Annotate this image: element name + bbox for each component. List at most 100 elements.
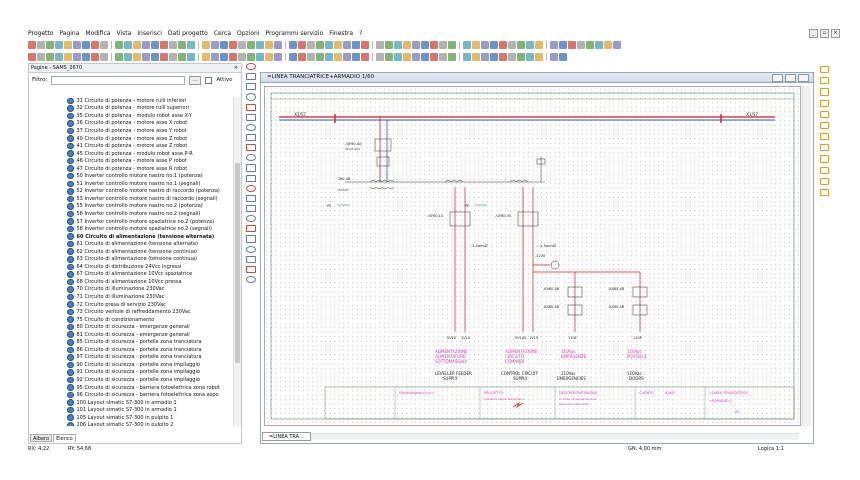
toolbar-button-icon[interactable]: [100, 53, 108, 61]
toolbar-button-icon[interactable]: [202, 41, 210, 49]
toolbar-button-icon[interactable]: [82, 53, 90, 61]
draw-tool-icon[interactable]: [246, 164, 256, 172]
draw-tool-icon[interactable]: [246, 63, 256, 71]
page-tree-item[interactable]: 81 Circuito di sicurezza - emergenze gen…: [29, 331, 233, 339]
page-tree-item[interactable]: 86 Circuito di sicurezza - portelle zona…: [29, 346, 233, 354]
toolbar-button-icon[interactable]: [568, 41, 576, 49]
toolbar-button-icon[interactable]: [37, 53, 45, 61]
toolbar-button-icon[interactable]: [238, 41, 246, 49]
symbol-tool-icon[interactable]: [819, 77, 829, 85]
toolbar-button-icon[interactable]: [448, 41, 456, 49]
toolbar-button-icon[interactable]: [115, 53, 123, 61]
toolbar-button-icon[interactable]: [289, 41, 297, 49]
toolbar-button-icon[interactable]: [535, 41, 543, 49]
symbol-tool-icon[interactable]: [819, 144, 829, 152]
toolbar-button-icon[interactable]: [376, 53, 384, 61]
filter-browse-button[interactable]: ...: [189, 75, 202, 85]
toolbar-button-icon[interactable]: [55, 41, 63, 49]
toolbar-button-icon[interactable]: [91, 41, 99, 49]
draw-tool-icon[interactable]: [246, 174, 256, 182]
symbol-tool-icon[interactable]: [819, 177, 829, 185]
symbol-tool-icon[interactable]: [819, 121, 829, 130]
toolbar-button-icon[interactable]: [385, 53, 393, 61]
page-tree-item[interactable]: 57 Inverter controllo motore spaziatrice…: [29, 218, 233, 226]
page-tree-item[interactable]: 106 Layout simatic S7-300 in pulpito 2: [29, 422, 233, 426]
toolbar-button-icon[interactable]: [55, 53, 63, 61]
toolbar-button-icon[interactable]: [100, 41, 108, 49]
page-tree-item[interactable]: 95 Circuito di sicurezza - barriera foto…: [29, 384, 233, 392]
symbol-tool-icon[interactable]: [819, 133, 829, 141]
page-tree-item[interactable]: 52 Inverter controllo motore nastro di r…: [29, 188, 233, 196]
toolbar-button-icon[interactable]: [73, 41, 81, 49]
toolbar-button-icon[interactable]: [577, 41, 585, 49]
doc-close-icon[interactable]: [798, 74, 809, 82]
toolbar-button-icon[interactable]: [220, 41, 228, 49]
toolbar-button-icon[interactable]: [265, 53, 273, 61]
page-tree-item[interactable]: 80 Circuito di sicurezza - emergenze gen…: [29, 323, 233, 331]
page-tree-item[interactable]: 90 Circuito di sicurezza - portelle zona…: [29, 361, 233, 369]
menu-opzioni[interactable]: Opzioni: [237, 30, 260, 37]
page-tree-item[interactable]: 51 Inverter controllo motore nastro no.1…: [29, 180, 233, 188]
restore-icon[interactable]: ▫: [820, 29, 829, 38]
toolbar-button-icon[interactable]: [490, 53, 498, 61]
toolbar-button-icon[interactable]: [376, 41, 384, 49]
page-tree-item[interactable]: 92 Circuito di sicurezza - portelle zona…: [29, 376, 233, 384]
page-tree-item[interactable]: 60 Circuito di alimentazione (tensione a…: [29, 233, 233, 241]
toolbar-button-icon[interactable]: [229, 53, 237, 61]
toolbar-button-icon[interactable]: [274, 53, 282, 61]
toolbar-button-icon[interactable]: [334, 53, 342, 61]
page-tree-item[interactable]: 62 Circuito di alimentazione (tensione c…: [29, 248, 233, 256]
toolbar-button-icon[interactable]: [508, 41, 516, 49]
toolbar-button-icon[interactable]: [82, 41, 90, 49]
draw-tool-icon[interactable]: [246, 113, 256, 121]
toolbar-button-icon[interactable]: [307, 41, 315, 49]
toolbar-button-icon[interactable]: [499, 53, 507, 61]
toolbar-button-icon[interactable]: [211, 41, 219, 49]
schematic-canvas[interactable]: -X1/57 -X1/57 -QF60.4A 2P+N 40A -T60.48 …: [264, 86, 801, 426]
page-tree-item[interactable]: 64 Circuito di distribuzione 24Vcc ingre…: [29, 263, 233, 271]
toolbar-button-icon[interactable]: [28, 41, 36, 49]
toolbar-button-icon[interactable]: [595, 41, 603, 49]
toolbar-button-icon[interactable]: [37, 41, 45, 49]
toolbar-button-icon[interactable]: [361, 53, 369, 61]
page-tree-item[interactable]: 105 Layout simatic S7-300 in pulpito 1: [29, 414, 233, 422]
menu-cerca[interactable]: Cerca: [213, 30, 232, 37]
page-tree-item[interactable]: 36 Circuito di potenza - motore asse X r…: [29, 120, 233, 128]
page-tree-item[interactable]: 71 Circuito di illuminazione 230Vac: [29, 293, 233, 301]
page-tree-item[interactable]: 61 Circuito di alimentazione (tensione a…: [29, 240, 233, 248]
draw-tool-icon[interactable]: [246, 225, 256, 233]
symbol-tool-icon[interactable]: [819, 166, 829, 174]
toolbar-button-icon[interactable]: [526, 53, 534, 61]
page-tree-item[interactable]: 63 Circuito di alimentazione (tensione c…: [29, 255, 233, 263]
panel-close-icon[interactable]: ×: [233, 65, 238, 71]
toolbar-button-icon[interactable]: [28, 53, 36, 61]
filter-input[interactable]: [51, 75, 186, 85]
toolbar-button-icon[interactable]: [169, 41, 177, 49]
toolbar-button-icon[interactable]: [439, 53, 447, 61]
toolbar-button-icon[interactable]: [412, 41, 420, 49]
toolbar-button-icon[interactable]: [472, 41, 480, 49]
page-tree-item[interactable]: 68 Circuito di alimentazione 10Vcc press…: [29, 278, 233, 286]
menu-finestra[interactable]: Finestra: [329, 30, 354, 37]
page-tree-item[interactable]: 73 Circuito ventole di raffreddamento 23…: [29, 308, 233, 316]
toolbar-button-icon[interactable]: [298, 53, 306, 61]
toolbar-button-icon[interactable]: [316, 53, 324, 61]
toolbar-button-icon[interactable]: [256, 53, 264, 61]
toolbar-button-icon[interactable]: [238, 53, 246, 61]
toolbar-button-icon[interactable]: [46, 41, 54, 49]
draw-tool-icon[interactable]: [246, 255, 256, 263]
draw-tool-icon[interactable]: [246, 93, 256, 101]
toolbar-button-icon[interactable]: [559, 53, 567, 61]
page-tree-item[interactable]: 53 Inverter controllo motore nastro di r…: [29, 195, 233, 203]
toolbar-button-icon[interactable]: [265, 41, 273, 49]
toolbar-button-icon[interactable]: [91, 53, 99, 61]
doc-minimize-icon[interactable]: [772, 74, 783, 82]
toolbar-button-icon[interactable]: [151, 53, 159, 61]
toolbar-button-icon[interactable]: [481, 53, 489, 61]
toolbar-button-icon[interactable]: [430, 41, 438, 49]
toolbar-button-icon[interactable]: [289, 53, 297, 61]
draw-tool-icon[interactable]: [246, 265, 256, 273]
doc-restore-icon[interactable]: [785, 74, 796, 82]
menu-dati-progetto[interactable]: Dati progetto: [167, 30, 208, 37]
page-tree-item[interactable]: 31 Circuito di potenza - motore rulli in…: [29, 97, 233, 105]
